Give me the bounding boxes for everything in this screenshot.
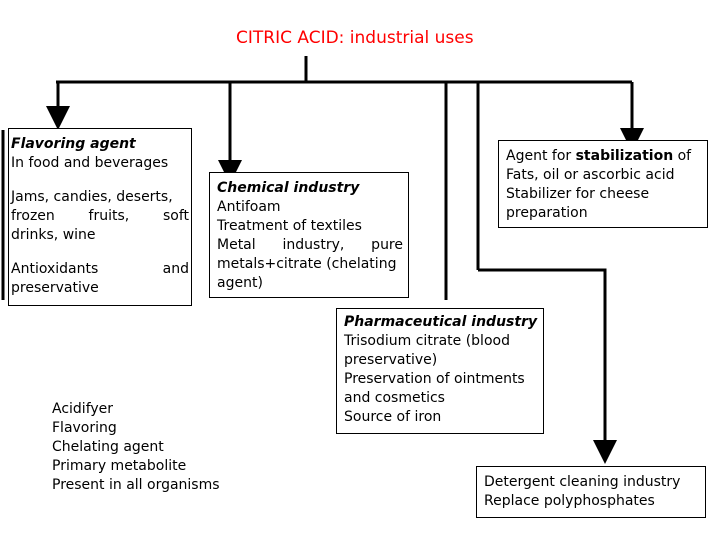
chemical-industry-box: Chemical industry Antifoam Treatment of …	[209, 172, 409, 298]
food-line-1: In food and beverages	[11, 155, 169, 171]
detergent-box: Detergent cleaning industry Replace poly…	[476, 466, 706, 518]
chemical-line-1: Antifoam	[217, 199, 281, 215]
food-and-word: and	[162, 261, 189, 277]
arrow-detergent	[478, 268, 617, 464]
chemical-heading: Chemical industry	[217, 180, 360, 196]
detergent-line-2: Replace polyphosphates	[484, 493, 655, 509]
pharma-line-4: and cosmetics	[344, 390, 445, 406]
chemical-line-2: Treatment of textiles	[217, 218, 362, 234]
food-antioxidants-line: Antioxidants and	[11, 260, 189, 279]
detergent-line-1: Detergent cleaning industry	[484, 474, 681, 490]
chemical-line-5: agent)	[217, 275, 263, 291]
pharmaceutical-box: Pharmaceutical industry Trisodium citrat…	[336, 308, 544, 434]
food-jams-line-2: frozen fruits, soft	[11, 208, 189, 224]
general-line-5: Present in all organisms	[52, 477, 220, 493]
food-jams-line-1: Jams, candies, deserts,	[11, 189, 173, 205]
stabilization-line-2: Fats, oil or ascorbic acid	[506, 167, 675, 183]
stabilization-line-3: Stabilizer for cheese	[506, 186, 650, 202]
pharma-line-3: Preservation of ointments	[344, 371, 525, 387]
pharma-line-1: Trisodium citrate (blood	[344, 333, 510, 349]
stabilization-line-4: preparation	[506, 205, 588, 221]
diagram-title: CITRIC ACID: industrial uses	[236, 28, 474, 48]
stabilization-bold-word: stabilization	[575, 148, 674, 164]
food-uses-box: Flavoring agent In food and beverages Ja…	[8, 128, 192, 306]
food-heading: Flavoring agent	[11, 136, 136, 152]
chemical-line-3: Metal industry, pure	[217, 237, 403, 253]
general-properties-block: Acidifyer Flavoring Chelating agent Prim…	[52, 400, 252, 495]
general-line-1: Acidifyer	[52, 401, 114, 417]
pharma-heading: Pharmaceutical industry	[344, 314, 538, 330]
stabilization-line-1-prefix: Agent for	[506, 148, 576, 164]
chemical-line-4: metals+citrate (chelating	[217, 256, 397, 272]
stabilization-line-1: Agent for stabilization of	[506, 147, 705, 166]
general-line-2: Flavoring	[52, 420, 117, 436]
stabilization-line-1-suffix: of	[673, 148, 692, 164]
stabilization-box: Agent for stabilization of Fats, oil or …	[498, 140, 708, 228]
general-line-4: Primary metabolite	[52, 458, 187, 474]
general-line-3: Chelating agent	[52, 439, 164, 455]
pharma-line-5: Source of iron	[344, 409, 442, 425]
food-antioxidants-word: Antioxidants	[11, 261, 99, 277]
food-preservative-line: preservative	[11, 280, 99, 296]
food-jams-line-3: drinks, wine	[11, 227, 96, 243]
pharma-line-2: preservative)	[344, 352, 438, 368]
